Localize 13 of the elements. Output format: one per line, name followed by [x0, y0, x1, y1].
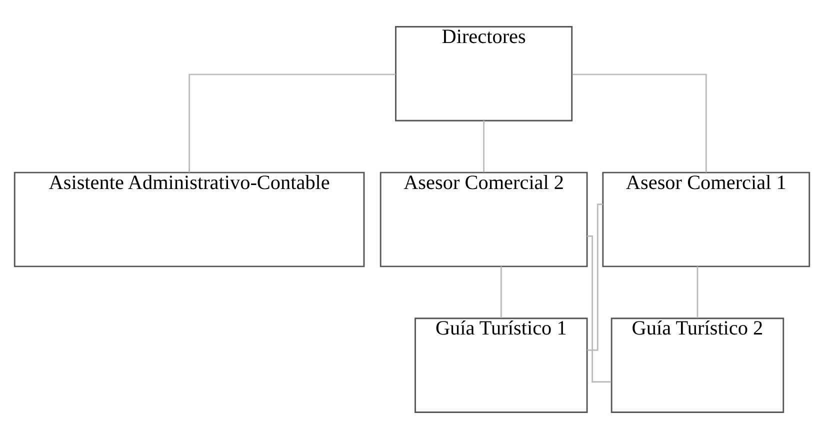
node-box: Asesor Comercial 2 [380, 172, 588, 268]
node-box: Directores [395, 26, 573, 122]
connector [587, 204, 603, 351]
node-box: Asistente Administrativo-Contable [14, 172, 365, 268]
connector [188, 74, 396, 172]
connector [572, 74, 707, 172]
connector [696, 266, 698, 318]
node-box: Guía Turístico 1 [414, 318, 588, 413]
node-box: Guía Turístico 2 [610, 318, 784, 413]
node-box: Asesor Comercial 1 [602, 172, 810, 268]
connector [500, 266, 502, 318]
connector [587, 235, 612, 383]
connector [483, 120, 485, 172]
